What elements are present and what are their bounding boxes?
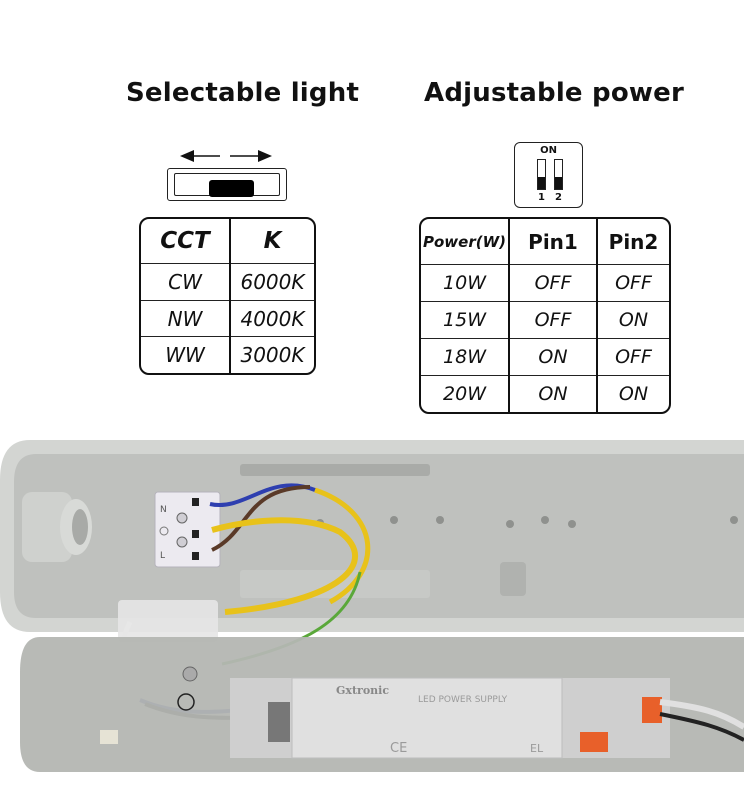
power-table: Power(W) Pin1 Pin2 10W OFF OFF 15W OFF O…	[419, 217, 671, 414]
wire-brown	[211, 485, 311, 552]
header-cct: CCT	[141, 219, 231, 264]
driver-label: LED POWER SUPPLY	[418, 695, 508, 705]
table-row: CW 6000K	[141, 263, 314, 301]
driver-brand: Gxtronic	[336, 684, 389, 697]
power-cell: 20W	[421, 375, 510, 412]
pin1-cell: ON	[509, 375, 598, 412]
earth-symbol-icon	[159, 526, 169, 536]
header-k: K	[230, 219, 314, 264]
terminal-n-label: N	[160, 505, 167, 515]
k-cell: 3000K	[240, 343, 305, 368]
table-row: WW 3000K	[141, 336, 314, 373]
earth-symbol-icon	[177, 693, 195, 711]
luminaire-photo: N L Gxtronic LED POWER SUPPLY CE EL	[0, 440, 744, 772]
left-right-arrows-icon	[180, 150, 272, 162]
housing-clip	[500, 562, 526, 596]
slide-switch-knob	[209, 180, 254, 197]
cct-cell: NW	[141, 300, 231, 338]
upper-housing	[0, 440, 744, 632]
dip-label-2: 2	[555, 192, 562, 203]
cct-cell: WW	[141, 336, 231, 373]
strain-relief-clamp	[118, 600, 218, 642]
table-row: 18W ON OFF	[421, 338, 669, 377]
table-row: 15W OFF ON	[421, 301, 669, 340]
terminal-block: N L	[154, 491, 221, 568]
pin1-cell: OFF	[509, 264, 598, 303]
header-power: Power(W)	[421, 219, 510, 265]
selectable-light-heading: Selectable light	[126, 78, 360, 108]
wire-yellow	[211, 517, 359, 615]
header-pin2: Pin2	[597, 219, 669, 265]
k-cell: 4000K	[230, 300, 314, 338]
dip-switch-1	[537, 159, 546, 190]
k-cell: 6000K	[230, 263, 314, 301]
pin2-cell: OFF	[597, 338, 669, 377]
pin1-cell: ON	[509, 338, 598, 377]
pin2-cell: OFF	[597, 264, 669, 303]
table-row: NW 4000K	[141, 300, 314, 338]
power-cell: 18W	[421, 338, 510, 377]
earth-screw	[182, 666, 198, 682]
cct-cell: CW	[141, 263, 231, 301]
pin1-cell: OFF	[509, 301, 598, 340]
table-header-row: Power(W) Pin1 Pin2	[421, 219, 669, 265]
header-pin1: Pin1	[509, 219, 598, 265]
driver-input-terminal	[268, 702, 290, 742]
driver-output-connector	[642, 697, 662, 723]
pin2-cell: ON	[618, 383, 649, 406]
power-cell: 15W	[421, 301, 510, 340]
slide-switch-icon	[167, 168, 287, 201]
ce-mark: CE	[390, 741, 407, 756]
table-header-row: CCT K	[141, 219, 314, 264]
slide-switch-track	[174, 173, 280, 197]
screw-holes	[316, 516, 738, 528]
driver-orange-button	[580, 732, 608, 752]
power-cell: 10W	[421, 264, 510, 303]
dip-switch-2	[554, 159, 563, 190]
table-row: 20W ON ON	[421, 375, 669, 412]
dip-label-1: 1	[538, 192, 545, 203]
adjustable-power-heading: Adjustable power	[424, 78, 684, 108]
pin2-cell: ON	[597, 301, 669, 340]
el-mark: EL	[530, 742, 544, 755]
dip-on-label: ON	[540, 145, 557, 156]
terminal-l-label: L	[160, 551, 165, 561]
cable-gland	[22, 492, 92, 562]
cct-table: CCT K CW 6000K NW 4000K WW 3000K	[139, 217, 316, 375]
led-driver: Gxtronic LED POWER SUPPLY CE EL	[230, 677, 744, 759]
dip-switch-icon: ON 1 2	[514, 142, 583, 208]
table-row: 10W OFF OFF	[421, 264, 669, 303]
